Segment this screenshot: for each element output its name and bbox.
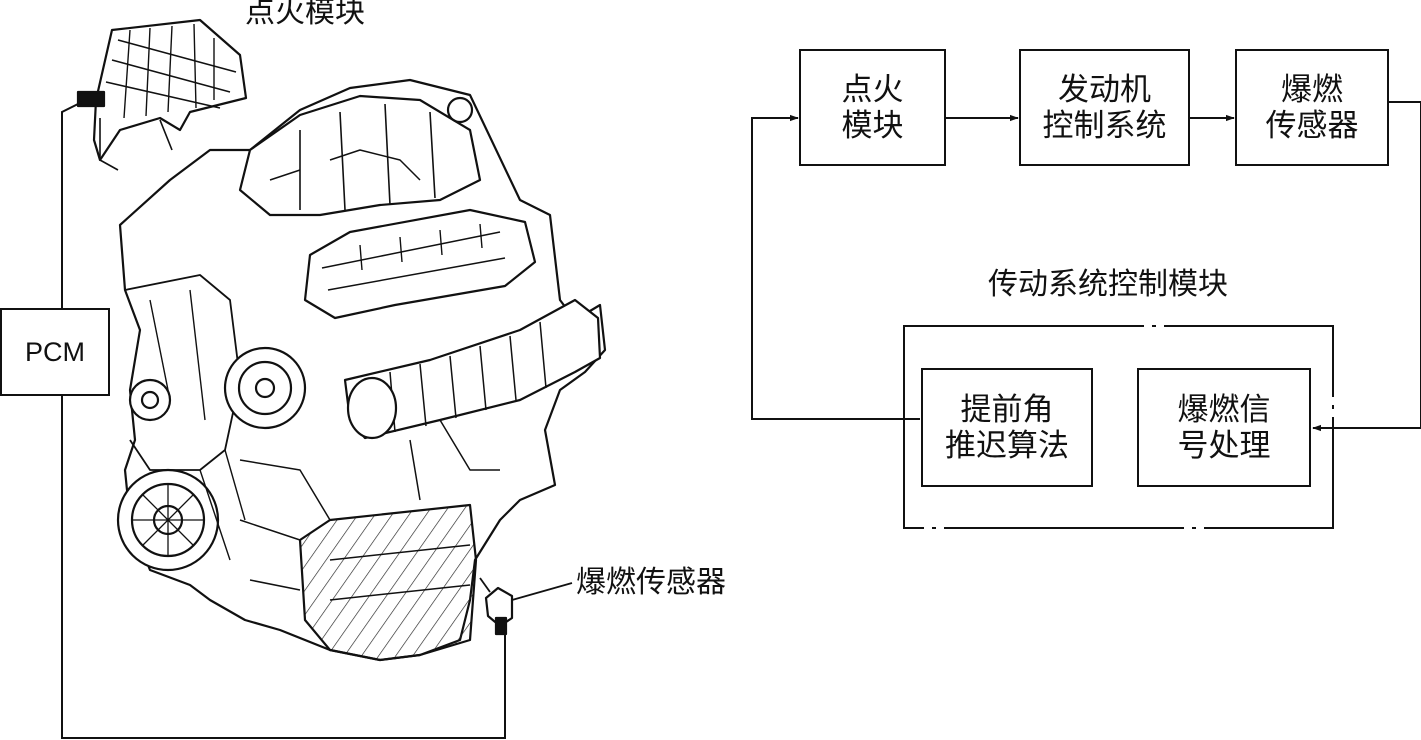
retard-algorithm-box: 提前角 推迟算法 (921, 368, 1093, 487)
pcm-wiring (61, 101, 573, 739)
arrow-knock-sensor-to-signal-processing (1312, 101, 1421, 432)
flowchart-connectors (751, 101, 1421, 432)
ignition-module-label: 点火模块 (245, 0, 365, 30)
knock-sensor-label: 爆燃传感器 (576, 565, 726, 600)
knock-sensor-box: 爆燃 传感器 (1235, 49, 1389, 166)
engine-control-box-line-2: 控制系统 (1042, 107, 1167, 144)
ignition-module-box-line-1: 点火 (841, 71, 904, 108)
engine-block-illustration (116, 78, 607, 662)
control-module-enclosure (903, 325, 1334, 529)
pcm-label: PCM (25, 337, 85, 367)
knock-sensor-box-line-1: 爆燃 (1281, 71, 1343, 108)
transmission-control-module-title: 传动系统控制模块 (988, 267, 1228, 302)
ignition-module-box: 点火 模块 (799, 49, 946, 166)
engine-control-system-box: 发动机 控制系统 (1019, 49, 1190, 166)
engine-control-box-line-1: 发动机 (1058, 71, 1151, 108)
arrow-retard-algorithm-to-ignition (751, 114, 920, 420)
engine-illustration (76, 18, 607, 662)
pcm-box: PCM (0, 308, 110, 396)
knock-sensor-illustration (479, 577, 514, 636)
ignition-module-illustration (76, 18, 248, 171)
signal-processing-box-line-2: 号处理 (1177, 427, 1271, 464)
knock-sensor-box-line-2: 传感器 (1265, 107, 1359, 144)
pulley-illustration (116, 346, 307, 572)
retard-algorithm-box-line-1: 提前角 (960, 391, 1054, 428)
ignition-module-box-line-2: 模块 (841, 107, 904, 144)
retard-algorithm-box-line-2: 推迟算法 (945, 427, 1069, 464)
knock-signal-processing-box: 爆燃信 号处理 (1137, 368, 1311, 487)
signal-processing-box-line-1: 爆燃信 (1177, 391, 1271, 428)
